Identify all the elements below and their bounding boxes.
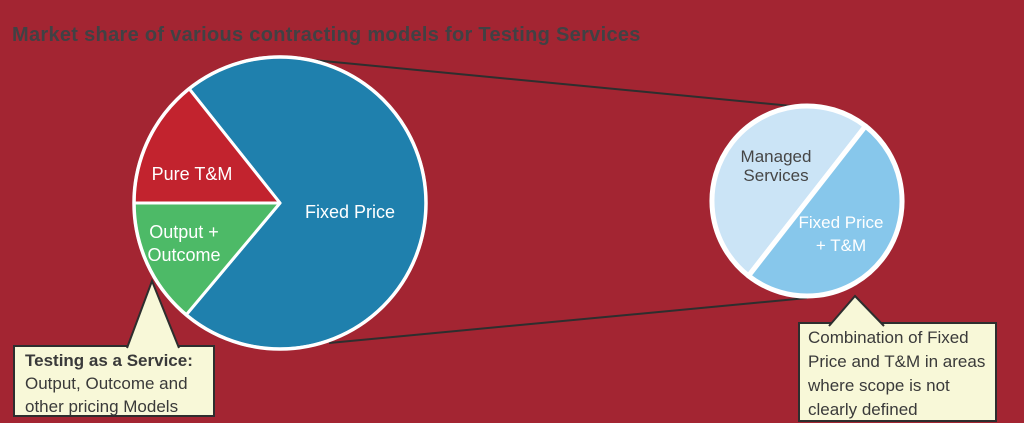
callout-heading: Testing as a Service: [25, 351, 193, 370]
callout-testing-as-a-service: Testing as a Service: Output, Outcome an… [13, 345, 215, 417]
pie-contracting-models [132, 55, 428, 351]
pie-outer-ring [132, 55, 428, 351]
callout-text-line: other pricing Models [25, 397, 179, 416]
magnify-connector-top-line [291, 57, 814, 109]
pie-outer-ring [710, 104, 904, 298]
slice-label-fixed-price: Fixed Price [304, 202, 396, 222]
magnify-connector-bottom-line [328, 297, 808, 344]
callout-text-line: Output, Outcome and [25, 374, 188, 393]
slice-label-managed-services: Managed Services [740, 147, 812, 185]
callout-text-line: where scope is not [808, 376, 950, 395]
slice-label-pure-tm: Pure T&M [151, 164, 233, 184]
callout-text-line: clearly defined [808, 400, 918, 419]
slice-label-fixed-price-tm: Fixed Price + T&M [798, 213, 884, 255]
callout-text-line: Combination of Fixed [808, 328, 969, 347]
callout-text-line: Price and T&M in areas [808, 352, 986, 371]
pie-layer [132, 55, 905, 351]
slice-label-output-outcome: Output + Outcome [147, 222, 221, 265]
page-title: Market share of various contracting mode… [12, 24, 641, 46]
pie-fixed-price-tm-breakout [709, 103, 905, 299]
callout-combination-fixed-price-tm: Combination of Fixed Price and T&M in ar… [798, 322, 997, 422]
